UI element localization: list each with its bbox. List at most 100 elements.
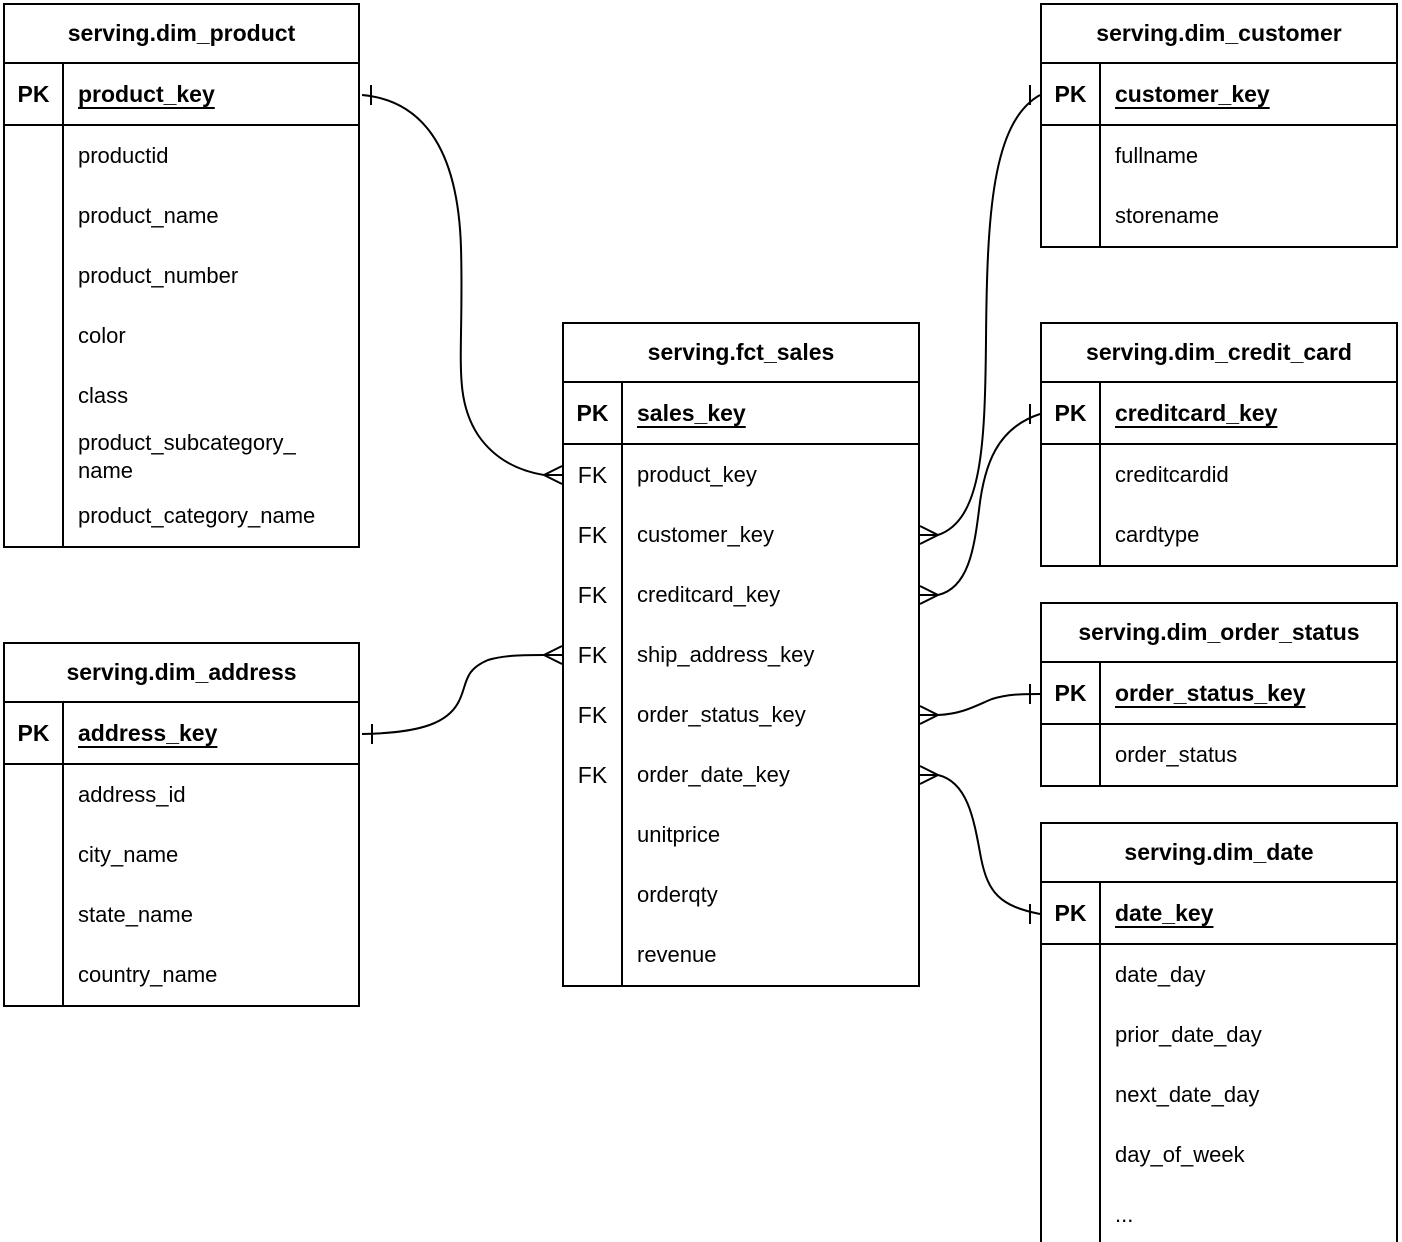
field-name: next_date_day	[1115, 1082, 1260, 1107]
field-row: FK creditcard_key	[564, 565, 918, 625]
table-title: serving.dim_customer	[1042, 5, 1396, 64]
crow-foot-icon	[919, 525, 939, 545]
key-label	[1042, 1185, 1101, 1242]
crow-foot-icon	[543, 465, 563, 485]
field-name: revenue	[637, 942, 717, 967]
field-name: order_date_key	[637, 762, 790, 787]
field-row: FK order_date_key	[564, 745, 918, 805]
field-name: cardtype	[1115, 522, 1200, 547]
field-row: FK order_status_key	[564, 685, 918, 745]
field-row: product_category_name	[5, 486, 358, 546]
field-name: storename	[1115, 203, 1219, 228]
key-label	[1042, 186, 1101, 246]
pk-row: PK date_key	[1042, 883, 1396, 945]
field-row: product_number	[5, 246, 358, 306]
field-row: revenue	[564, 925, 918, 985]
table-dim-customer[interactable]: serving.dim_customer PK customer_key ful…	[1040, 3, 1398, 248]
field-name: city_name	[78, 842, 179, 867]
table-title: serving.fct_sales	[564, 324, 918, 383]
key-label	[5, 825, 64, 885]
field-row: product_subcategory_name	[5, 426, 358, 486]
table-dim-credit-card[interactable]: serving.dim_credit_card PK creditcard_ke…	[1040, 322, 1398, 567]
field-row: product_name	[5, 186, 358, 246]
key-label	[564, 865, 623, 925]
field-row: class	[5, 366, 358, 426]
key-label	[5, 246, 64, 306]
field-name: day_of_week	[1115, 1142, 1245, 1167]
pk-label: PK	[1042, 883, 1101, 943]
key-label	[1042, 945, 1101, 1005]
key-label	[1042, 445, 1101, 505]
pk-label: PK	[1042, 383, 1101, 443]
key-label	[5, 426, 64, 486]
pk-field-name: product_key	[78, 80, 215, 107]
fk-label: FK	[564, 625, 623, 685]
key-label	[5, 486, 64, 546]
crow-foot-icon	[919, 765, 939, 785]
field-row: unitprice	[564, 805, 918, 865]
field-name: address_id	[78, 782, 186, 807]
pk-label: PK	[564, 383, 623, 443]
pk-field-name: address_key	[78, 719, 218, 746]
crow-foot-icon	[919, 585, 939, 605]
fk-label: FK	[564, 445, 623, 505]
field-row: orderqty	[564, 865, 918, 925]
table-dim-product[interactable]: serving.dim_product PK product_key produ…	[3, 3, 360, 548]
key-label	[1042, 725, 1101, 785]
field-name: color	[78, 323, 126, 348]
table-fct-sales[interactable]: serving.fct_sales PK sales_key FK produc…	[562, 322, 920, 987]
field-name: creditcard_key	[637, 582, 781, 607]
pk-field-name: order_status_key	[1115, 679, 1306, 706]
crow-foot-icon	[543, 645, 563, 665]
relationship-fct-sales-dim-date	[919, 765, 1041, 924]
field-row: address_id	[5, 765, 358, 825]
field-row: state_name	[5, 885, 358, 945]
field-name: product_category_name	[78, 503, 316, 528]
pk-field-name: sales_key	[637, 399, 746, 426]
table-dim-order-status[interactable]: serving.dim_order_status PK order_status…	[1040, 602, 1398, 787]
key-label	[1042, 1125, 1101, 1185]
relationship-fct-sales-dim-customer	[919, 85, 1041, 545]
key-label	[1042, 1065, 1101, 1125]
relationship-fct-sales-dim-address	[361, 645, 563, 744]
field-name: date_day	[1115, 962, 1206, 987]
key-label	[5, 126, 64, 186]
field-name: productid	[78, 143, 169, 168]
table-title: serving.dim_date	[1042, 824, 1396, 883]
table-title: serving.dim_credit_card	[1042, 324, 1396, 383]
table-dim-date[interactable]: serving.dim_date PK date_key date_day pr…	[1040, 822, 1398, 1242]
fk-label: FK	[564, 685, 623, 745]
table-title: serving.dim_product	[5, 5, 358, 64]
key-label	[5, 885, 64, 945]
field-name: product_subcategory_name	[78, 430, 296, 483]
table-title: serving.dim_address	[5, 644, 358, 703]
field-row: fullname	[1042, 126, 1396, 186]
field-name: country_name	[78, 962, 218, 987]
field-row: city_name	[5, 825, 358, 885]
field-name: ship_address_key	[637, 642, 815, 667]
pk-row: PK product_key	[5, 64, 358, 126]
relationship-fct-sales-dim-order-status	[919, 684, 1041, 725]
field-name: product_key	[637, 462, 757, 487]
key-label	[1042, 1005, 1101, 1065]
field-name: ...	[1115, 1202, 1134, 1227]
field-row: FK product_key	[564, 445, 918, 505]
key-label	[5, 366, 64, 426]
pk-row: PK sales_key	[564, 383, 918, 445]
key-label	[1042, 126, 1101, 186]
field-row: order_status	[1042, 725, 1396, 785]
pk-row: PK order_status_key	[1042, 663, 1396, 725]
field-row: day_of_week	[1042, 1125, 1396, 1185]
key-label	[5, 306, 64, 366]
table-dim-address[interactable]: serving.dim_address PK address_key addre…	[3, 642, 360, 1007]
key-label	[564, 805, 623, 865]
table-title: serving.dim_order_status	[1042, 604, 1396, 663]
field-name: prior_date_day	[1115, 1022, 1262, 1047]
field-row: cardtype	[1042, 505, 1396, 565]
field-row: creditcardid	[1042, 445, 1396, 505]
key-label	[5, 186, 64, 246]
field-row: prior_date_day	[1042, 1005, 1396, 1065]
field-row: storename	[1042, 186, 1396, 246]
